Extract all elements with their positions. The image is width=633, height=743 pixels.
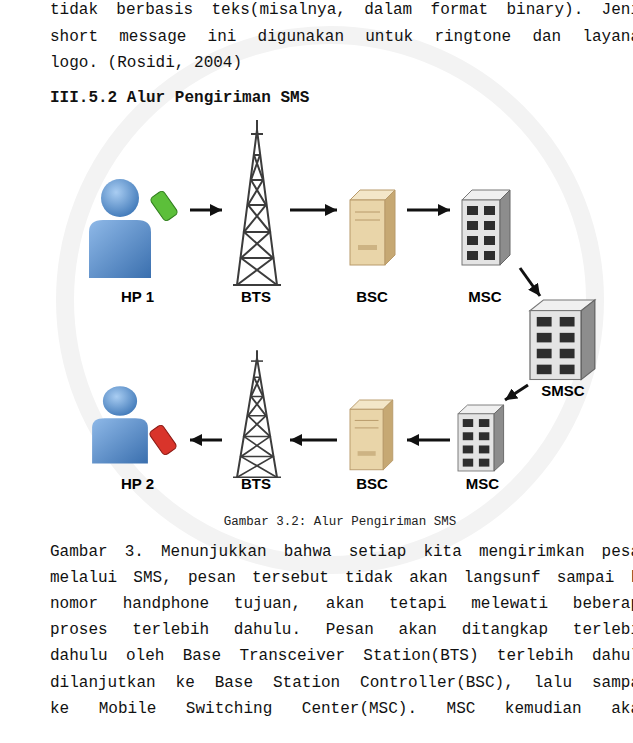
element-label: BSC [356,288,388,306]
paragraph-line: dilanjutkan ke Base Station Controller(B… [50,673,633,693]
element-label: BSC [356,475,388,493]
element-label: MSC [468,288,501,306]
flow-arrow [520,268,540,296]
paragraph-line: proses terlebih dahulu. Pesan akan ditan… [50,620,633,640]
flow-arrow [505,385,528,400]
network-element: BTS [222,122,290,307]
paragraph-line: logo. (Rosidi, 2004) [50,53,633,73]
tower-icon [233,120,281,285]
flow-arrow [290,209,337,212]
server-icon [350,400,393,470]
flow-arrow [190,439,222,442]
paragraph-line: dahulu oleh Base Transceiver Station(BTS… [50,646,633,666]
network-element: SMSC [528,296,598,401]
building-icon [530,300,595,380]
paragraph-line: melalui SMS, pesan tersebut tidak akan l… [50,568,633,588]
server-icon [350,190,395,265]
paragraph-line: Gambar 3. Menunjukkan bahwa setiap kita … [50,542,633,562]
element-label: HP 1 [121,288,154,306]
paragraph-line: short message ini digunakan untuk ringto… [50,27,633,47]
building-icon [462,190,510,265]
tower-icon [233,350,281,477]
user-icon [89,179,151,278]
paragraph-line: ke Mobile Switching Center(MSC). MSC kem… [50,699,633,719]
user-icon [92,386,148,463]
network-element: BSC [337,395,407,494]
flow-arrow [407,439,450,442]
element-label: MSC [466,475,499,493]
element-label: BTS [241,288,271,306]
network-element: BTS [222,350,290,494]
paragraph-line: nomor handphone tujuan, akan tetapi mele… [50,594,633,614]
flow-arrow [290,439,337,442]
watermark-ring [65,35,595,565]
network-element: HP 1 [85,150,190,307]
network-element: MSC [450,180,520,307]
element-label: HP 2 [121,475,154,493]
flow-arrow [407,209,450,212]
network-element: MSC [450,400,515,494]
element-label: SMSC [541,382,584,400]
flow-arrow [190,209,222,212]
green-phone [149,190,178,222]
network-element: HP 2 [85,395,190,494]
figure-caption: Gambar 3.2: Alur Pengiriman SMS [140,512,540,532]
red-phone [148,424,177,456]
section-heading: III.5.2 Alur Pengiriman SMS [50,88,309,108]
network-element: BSC [337,180,407,307]
paragraph-line: tidak berbasis teks(misalnya, dalam form… [50,0,633,20]
building-icon [458,405,504,471]
element-label: BTS [241,475,271,493]
